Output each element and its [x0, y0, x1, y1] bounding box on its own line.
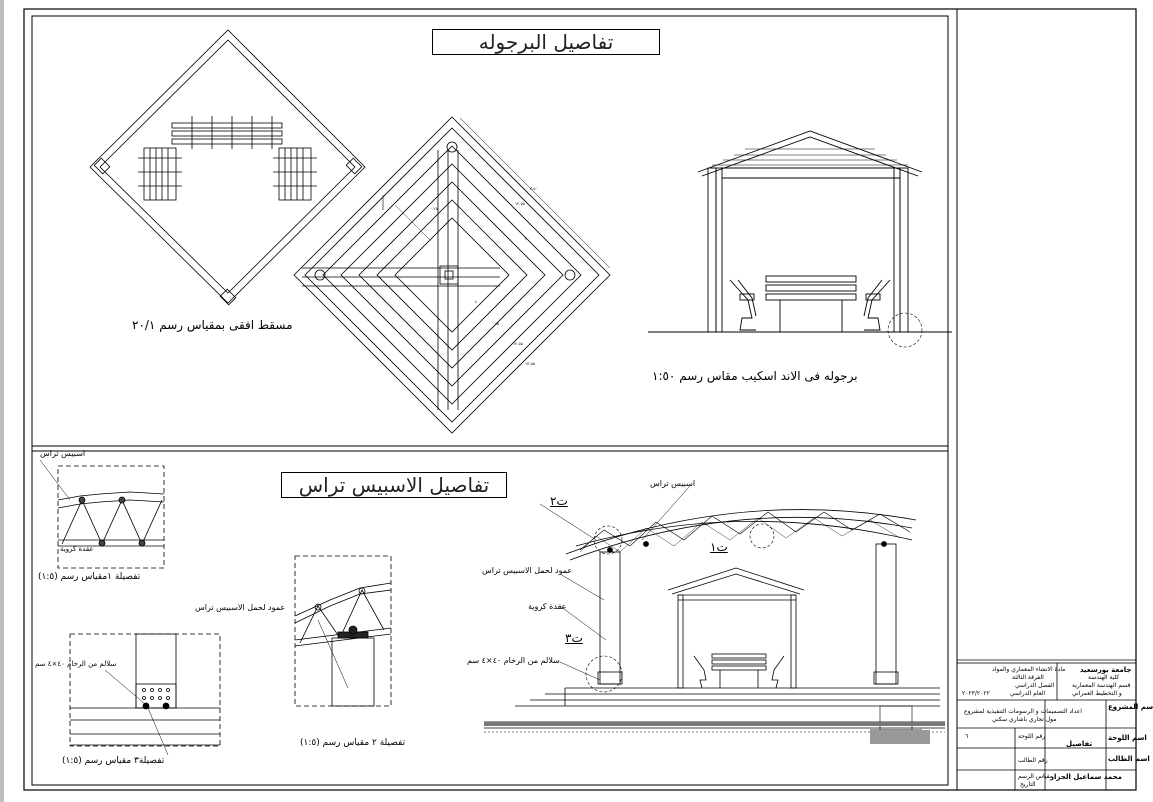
tb-year: الفرقة الثالثة [1012, 674, 1044, 681]
pergola-roof-plan [293, 116, 611, 434]
svg-text:١٣.٥٥: ١٣.٥٥ [525, 361, 535, 366]
tb-university: جامعة بورسعيد [1080, 666, 1132, 674]
svg-text:١٢.٥٥: ١٢.٥٥ [513, 341, 523, 346]
svg-text:٠.٢٥: ٠.٢٥ [430, 206, 438, 211]
detail-2-label: عمود لحمل الاسبيس تراس [195, 603, 286, 612]
tb-scale-label: مقياس الرسم [1018, 773, 1053, 780]
left-edge-strip [0, 0, 4, 802]
ball-joint-label: عقدة كروية [528, 602, 567, 611]
svg-text:٤: ٤ [475, 299, 477, 304]
plan-caption: مسقط افقى بمقياس رسم ٢٠/١ [132, 318, 293, 332]
tag-t1: ت١ [710, 540, 728, 554]
detail-2 [294, 555, 392, 707]
tb-sheet-no: ٦ [965, 733, 969, 740]
roof-plan-dimension-text: ٣.٥٠ ١٢.٥٥ ٢ ٠.٢٥ ٤٥ ١٢.٥٥ ١٣.٥٥ ٤ [430, 186, 538, 366]
tb-student-label: اسم الطالب [1108, 755, 1150, 763]
tb-academic-year: العام الدراسي [1010, 690, 1046, 697]
tb-project-label: اسم المشروع [1108, 703, 1153, 711]
detail-3 [69, 633, 221, 756]
pergola-elevation [648, 130, 952, 348]
svg-text:٣.٥٠: ٣.٥٠ [530, 186, 538, 191]
tb-project-name-2: مول تجاري باشاري سكني [992, 716, 1057, 723]
detail-1-label-top: اسبيس تراس [40, 449, 86, 458]
detail-1-label-bottom: عقدة كروية [60, 545, 94, 553]
tb-faculty: كلية الهندسة [1088, 674, 1120, 681]
ground-hatch [484, 722, 945, 744]
tb-sheet-name: تفاصيل [1066, 740, 1093, 748]
tb-sheet-label: اسم اللوحة [1108, 734, 1147, 742]
tb-date-value: ٢٠٢٣/٢٠٢٢ [962, 690, 990, 697]
svg-text:٢: ٢ [525, 236, 527, 241]
space-truss-elevation [484, 485, 945, 733]
detail-1 [39, 459, 165, 569]
tb-date-label: التاريخ [1020, 781, 1036, 788]
tb-student-name: محمد سماعيل الجزار [1050, 773, 1122, 781]
tb-project-name: اعداد التصميمات و الرسومات التنفيذية لمش… [964, 708, 1082, 715]
tag-t2: ت٢ [550, 494, 568, 508]
tag-t3: ت٣ [565, 631, 583, 645]
svg-text:١٢.٥٥: ١٢.٥٥ [515, 201, 525, 206]
detail-2-caption: تفصيلة ٢ مقياس رسم (١:٥) [300, 738, 406, 748]
tb-term: الفصل الدراسي [1015, 682, 1055, 689]
outer-frame [23, 8, 1137, 791]
titleblock-grid [956, 659, 1137, 791]
detail-3-caption: تفصيلة٣ مقياس رسم (١:٥) [62, 756, 165, 766]
drawing-frame [31, 15, 949, 786]
svg-text:٤٥: ٤٥ [495, 321, 499, 326]
tb-sheet-no-label: رقم اللوحة [1018, 733, 1046, 740]
space-truss-label: اسبيس تراس [650, 479, 696, 488]
column-label: عمود لحمل الاسبيس تراس [482, 566, 573, 575]
tb-student-no-label: رقم الطالب [1018, 757, 1048, 764]
detail-3-label: سلالم من الرخام ٤٠×٤ سم [35, 660, 117, 668]
elevation-caption: برجوله فى الاند اسكيب مقاس رسم ١:٥٠ [652, 369, 858, 383]
space-truss-title: تفاصيل الاسبيس تراس [281, 472, 507, 498]
pergola-plan-1 [89, 29, 366, 306]
detail-1-caption: تفصيلة ١مقياس رسم (١:٥) [38, 572, 141, 582]
tb-subject: مادة الانشاء المعماري والمواد [992, 666, 1066, 673]
tb-department-2: و التخطيط العمراني [1072, 690, 1122, 697]
pergola-details-title: تفاصيل البرجوله [432, 29, 660, 55]
tb-department: قسم الهندسة المعمارية [1072, 682, 1131, 689]
marble-steps-label: سلالم من الرخام ٤٠×٤ سم [467, 656, 560, 665]
